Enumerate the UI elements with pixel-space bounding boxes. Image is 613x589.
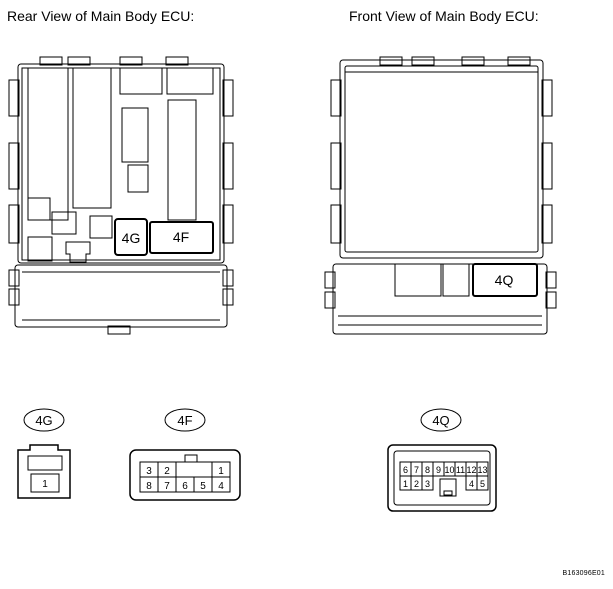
connector-4g-pin: 1 <box>42 479 48 490</box>
pin-4q-7: 7 <box>414 465 419 475</box>
connector-4f-tag-oval <box>164 408 206 432</box>
connector-4f-tag: 4F <box>177 413 192 428</box>
front-socket-4q <box>472 263 538 297</box>
rear-socket-4g <box>114 218 148 256</box>
pin-4q-10: 10 <box>444 465 454 475</box>
rear-view-title: Rear View of Main Body ECU: <box>7 8 195 24</box>
pin-4q-2: 2 <box>414 479 419 489</box>
connector-4f-face <box>129 449 241 501</box>
connector-4q-pins: 6 7 8 9 10 11 12 13 1 2 3 4 5 <box>403 465 488 489</box>
pin-4f-1: 1 <box>218 466 224 477</box>
connector-4f-pins: 3 2 1 8 7 6 5 4 <box>146 466 224 492</box>
pin-4q-1: 1 <box>403 479 408 489</box>
rear-label-4f: 4F <box>173 229 189 245</box>
pin-4q-11: 11 <box>456 465 465 475</box>
pin-4f-7: 7 <box>164 481 170 492</box>
pin-4f-6: 6 <box>182 481 188 492</box>
front-view-title: Front View of Main Body ECU: <box>349 8 539 24</box>
pin-4f-5: 5 <box>200 481 206 492</box>
pin-4f-8: 8 <box>146 481 152 492</box>
figure-code: B163096E01 <box>562 570 605 577</box>
front-label-4q: 4Q <box>495 272 514 288</box>
front-ecu-bottom <box>324 263 557 335</box>
connector-4q-tag: 4Q <box>432 413 449 428</box>
pin-4f-4: 4 <box>218 481 224 492</box>
pin-4q-13: 13 <box>477 465 487 475</box>
connector-4q-face <box>387 444 497 512</box>
pin-4q-6: 6 <box>403 465 408 475</box>
pin-4q-12: 12 <box>466 465 476 475</box>
connector-4g-tag-oval <box>23 408 65 432</box>
pin-4q-8: 8 <box>425 465 430 475</box>
connector-4g-face <box>17 444 71 499</box>
pin-4q-3: 3 <box>425 479 430 489</box>
connector-4q-tag-oval <box>420 408 462 432</box>
rear-ecu-bottom <box>8 264 234 335</box>
pin-4f-3: 3 <box>146 466 152 477</box>
pin-4q-5: 5 <box>480 479 485 489</box>
rear-label-4g: 4G <box>122 230 141 246</box>
connector-4g-tag: 4G <box>35 413 52 428</box>
pin-4q-4: 4 <box>469 479 474 489</box>
front-ecu-body <box>330 56 553 259</box>
pin-4f-2: 2 <box>164 466 170 477</box>
rear-socket-4f <box>149 221 214 254</box>
pin-4q-9: 9 <box>436 465 441 475</box>
rear-ecu-body <box>8 56 234 264</box>
